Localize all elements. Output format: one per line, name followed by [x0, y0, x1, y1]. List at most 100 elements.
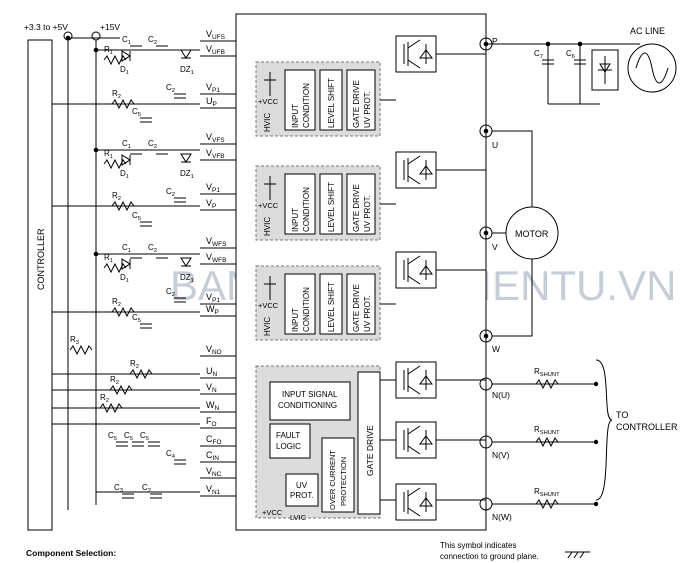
- igbt-1: [395, 151, 437, 189]
- c5-b-icon: [132, 441, 144, 447]
- dz1-label-0: DZ1: [180, 65, 194, 76]
- left-pin-4-sub: VFS: [212, 137, 225, 144]
- left-pin-11: WP: [206, 304, 219, 316]
- to-controller-line1: TO: [616, 410, 628, 420]
- left-pin-6: VP1: [206, 182, 220, 194]
- d1-label-1-sub: 1: [126, 174, 129, 180]
- c1-u-label-main: C: [122, 35, 128, 44]
- shunt-resistor-icon-1: [535, 436, 559, 448]
- igbt-5: [395, 483, 437, 521]
- c3-label-sub: 3: [120, 488, 123, 494]
- r2-w-label-main: R: [112, 297, 118, 306]
- r1-u-label-sub: 1: [110, 50, 113, 56]
- input-condition-label-1: INPUT: [291, 104, 300, 128]
- supply-rails: [67, 40, 97, 510]
- igbt-body: [395, 361, 437, 399]
- supply-to-bootstrap-2: [96, 149, 200, 255]
- c4-label-sub: 4: [172, 454, 176, 460]
- left-pin-5: VVFB: [206, 148, 225, 160]
- left-pin-20-sub: N1: [212, 489, 221, 496]
- c5-w-label-sub: 5: [138, 318, 141, 324]
- junction-dot-5: [577, 41, 583, 47]
- c7-label: C7: [534, 49, 543, 60]
- c1-v-label-main: C: [122, 139, 128, 148]
- c2-n-label-main: C: [142, 483, 148, 492]
- r2-un-label-main: R: [130, 359, 136, 368]
- c1-v-label-sub: 1: [128, 144, 131, 150]
- bootstrap-diode-icon-1: [121, 154, 131, 166]
- c5-v-icon: [140, 221, 152, 227]
- left-pin-15-sub: N: [215, 405, 220, 412]
- input-condition-label-2: CONDITION: [302, 83, 311, 128]
- left-pin-15: WN: [206, 400, 220, 412]
- drive-supply-terminal: [91, 31, 101, 41]
- input-condition-box: [284, 173, 316, 235]
- low-side-out: [436, 379, 486, 501]
- r2-w-label: R2: [112, 297, 121, 308]
- r2-vn-label-sub: 2: [116, 380, 119, 386]
- right-pin-label-5: N(V): [492, 450, 510, 460]
- r1-v-label: R1: [104, 149, 113, 160]
- level-shift-box: [319, 273, 343, 335]
- c5-w-label-main: C: [132, 313, 138, 322]
- left-pin-14-sub: N: [212, 387, 217, 394]
- c2-pv-label-main: C: [166, 187, 172, 196]
- dz1-label-0-sub: 1: [191, 70, 194, 76]
- w-phase-wire: [492, 259, 533, 337]
- c2-v-label-sub: 2: [154, 144, 157, 150]
- rshunt-label-2-sub: SHUNT: [540, 492, 560, 498]
- r2-un-label: R2: [130, 359, 139, 370]
- right-pin-label-3: W: [492, 344, 500, 354]
- c7-label-sub: 7: [540, 54, 543, 60]
- left-pin-19-sub: NC: [212, 471, 222, 478]
- dz1-label-1-main: DZ: [180, 169, 191, 178]
- r1-v-label-sub: 1: [110, 154, 113, 160]
- freewheel-diode-icon: [419, 44, 433, 64]
- d1-label-1-main: D: [120, 169, 126, 178]
- input-signal-box: [269, 381, 351, 421]
- freewheel-diode-icon: [419, 492, 433, 512]
- c5-v-label: C5: [132, 211, 141, 222]
- c1-u-label-sub: 1: [128, 40, 131, 46]
- c2-pw-label: C2: [166, 287, 175, 298]
- r1-u-label-main: R: [104, 45, 110, 54]
- left-pin-13: UN: [206, 366, 218, 378]
- c2-pu-label-main: C: [166, 83, 172, 92]
- left-pin-20-main: V: [206, 484, 212, 494]
- junction-dot-3: [483, 333, 489, 339]
- rshunt-label-2: RSHUNT: [534, 487, 560, 498]
- hv-vcc-label: +VCC: [258, 301, 279, 310]
- level-shift-label: LEVEL SHIFT: [327, 182, 336, 232]
- d1-label-2: D1: [120, 273, 129, 284]
- shunt-node-2: [593, 501, 599, 507]
- c5-b-label: C5: [124, 431, 133, 442]
- igbt-body: [395, 251, 437, 289]
- c2-pv-label: C2: [166, 187, 175, 198]
- c2-u-label: C2: [148, 35, 157, 46]
- d1-label-2-sub: 1: [126, 278, 129, 284]
- left-pin-11-sub: P: [215, 309, 219, 316]
- r2-wn-label-sub: 2: [106, 398, 109, 404]
- c1-w-icon: [130, 253, 142, 259]
- shunt-node-1: [593, 439, 599, 445]
- level-shift-label: LEVEL SHIFT: [327, 282, 336, 332]
- controller-label: CONTROLLER: [36, 228, 46, 290]
- c5-b-label-main: C: [124, 431, 130, 440]
- level-shift-box: [319, 173, 343, 235]
- r2-v-label: R2: [112, 191, 121, 202]
- c5-a-icon: [116, 441, 128, 447]
- left-pin-20: VN1: [206, 484, 221, 496]
- gate-drive-box: [346, 173, 376, 235]
- gate-drive-box: [346, 69, 376, 131]
- left-pin-1-sub: UFB: [212, 49, 225, 56]
- c2-v-label-main: C: [148, 139, 154, 148]
- c2-n-label: C2: [142, 483, 151, 494]
- left-pin-0: VUFS: [206, 29, 226, 41]
- freewheel-diode-icon: [419, 430, 433, 450]
- left-pin-8: VWFS: [206, 236, 227, 248]
- hv-ground-icon: [264, 276, 276, 300]
- ac-line-label: AC LINE: [630, 26, 665, 36]
